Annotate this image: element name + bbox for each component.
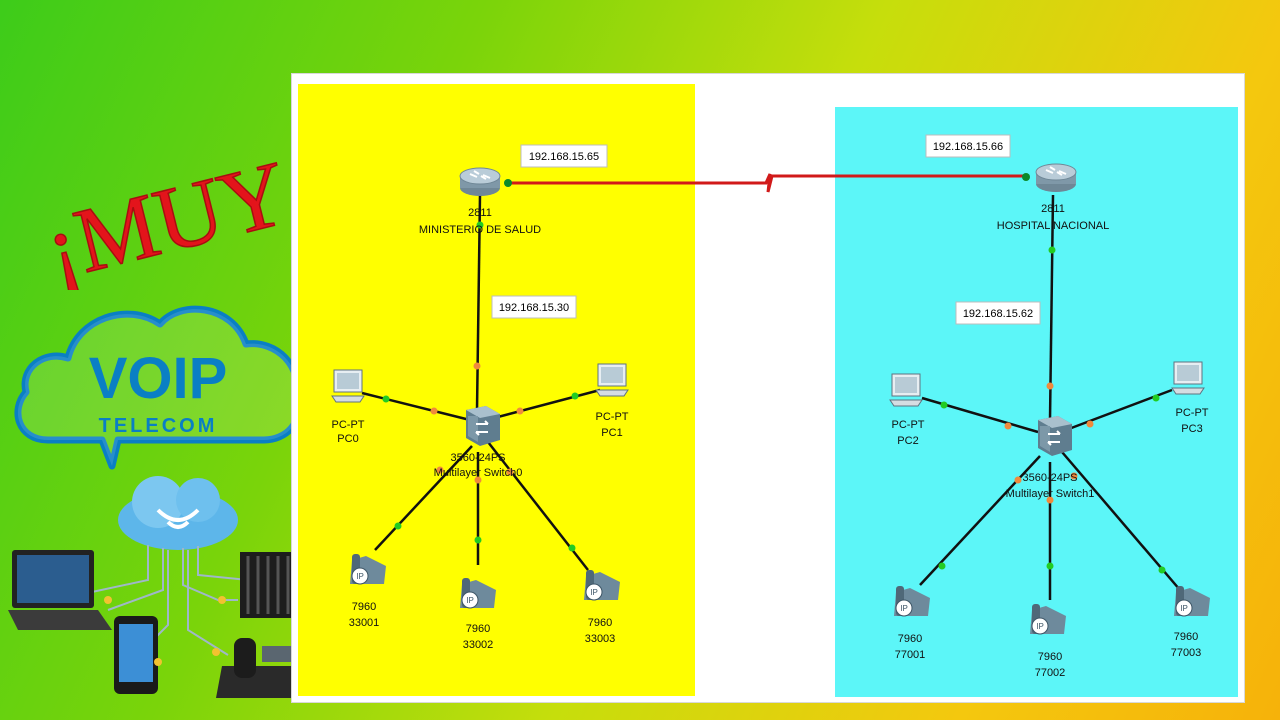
pc-name-label: PC2	[897, 435, 918, 447]
pc-icon[interactable]	[595, 363, 629, 397]
svg-text:192.168.15.65: 192.168.15.65	[529, 151, 599, 163]
phone-ext-label: 33003	[585, 633, 616, 645]
pc-type-label: PC-PT	[892, 419, 925, 431]
switch-name-label: Multilayer Switch0	[434, 467, 523, 479]
router-name-label: MINISTERIO DE SALUD	[419, 224, 541, 236]
phone-ext-label: 33001	[349, 617, 380, 629]
serial-link	[508, 173, 1026, 193]
svg-text:192.168.15.66: 192.168.15.66	[933, 141, 1003, 153]
ip-label: 192.168.15.62	[955, 301, 1041, 325]
svg-text:192.168.15.30: 192.168.15.30	[499, 302, 569, 314]
switch-model-label: 3560-24PS	[1022, 472, 1077, 484]
phone-ext-label: 77001	[895, 649, 926, 661]
ip-phone-icon[interactable]	[1173, 585, 1211, 617]
pc-type-label: PC-PT	[332, 419, 365, 431]
logo-line2: TELECOM	[99, 415, 218, 437]
pc-type-label: PC-PT	[1176, 407, 1209, 419]
logo-line1: VOIP	[89, 346, 228, 411]
phone-model-label: 7960	[466, 623, 490, 635]
ip-phone-icon[interactable]	[1029, 603, 1067, 635]
ip-label: 192.168.15.30	[491, 295, 577, 319]
router-model-label: 2811	[1041, 203, 1065, 215]
svg-text:192.168.15.62: 192.168.15.62	[963, 308, 1033, 320]
ip-label: 192.168.15.66	[925, 134, 1011, 158]
router-icon[interactable]	[459, 167, 501, 197]
phone-model-label: 7960	[352, 601, 376, 613]
connection-lines-icon	[77, 545, 249, 656]
pc-type-label: PC-PT	[596, 411, 629, 423]
left-port-dots	[382, 221, 579, 552]
multilayer-switch-icon[interactable]	[465, 405, 501, 447]
multilayer-switch-icon[interactable]	[1037, 415, 1073, 457]
smartphone-icon	[114, 616, 158, 694]
phone-ext-label: 77003	[1171, 647, 1202, 659]
laptop-icon	[8, 550, 112, 630]
phone-ext-label: 77002	[1035, 667, 1066, 679]
ip-phone-icon[interactable]	[583, 569, 621, 601]
connector-dots-icon	[104, 596, 226, 666]
router-icon[interactable]	[1035, 163, 1077, 193]
phone-model-label: 7960	[1038, 651, 1062, 663]
left-cables	[361, 194, 601, 571]
switch-model-label: 3560-24PS	[450, 452, 505, 464]
phone-ext-label: 33002	[463, 639, 494, 651]
phone-model-label: 7960	[1174, 631, 1198, 643]
network-cloud-icon	[118, 476, 238, 550]
phone-model-label: 7960	[588, 617, 612, 629]
phone-model-label: 7960	[898, 633, 922, 645]
pc-name-label: PC1	[601, 427, 622, 439]
pc-icon[interactable]	[889, 373, 923, 407]
pc-icon[interactable]	[331, 369, 365, 403]
voip-telecom-logo: VOIP TELECOM	[14, 305, 302, 470]
router-model-label: 2811	[468, 207, 492, 219]
right-port-dots	[938, 246, 1166, 574]
switch-name-label: Multilayer Switch1	[1006, 488, 1095, 500]
link-status-dot	[504, 179, 512, 187]
pc-name-label: PC0	[337, 433, 358, 445]
ip-phone-icon[interactable]	[893, 585, 931, 617]
right-cables	[919, 194, 1181, 600]
ip-phone-icon[interactable]	[459, 577, 497, 609]
pc-icon[interactable]	[1171, 361, 1205, 395]
pc-name-label: PC3	[1181, 423, 1202, 435]
ip-phone-icon[interactable]	[349, 553, 387, 585]
ip-label: 192.168.15.65	[520, 144, 608, 168]
router-name-label: HOSPITAL NACIONAL	[997, 220, 1109, 232]
link-status-dot	[1022, 173, 1030, 181]
